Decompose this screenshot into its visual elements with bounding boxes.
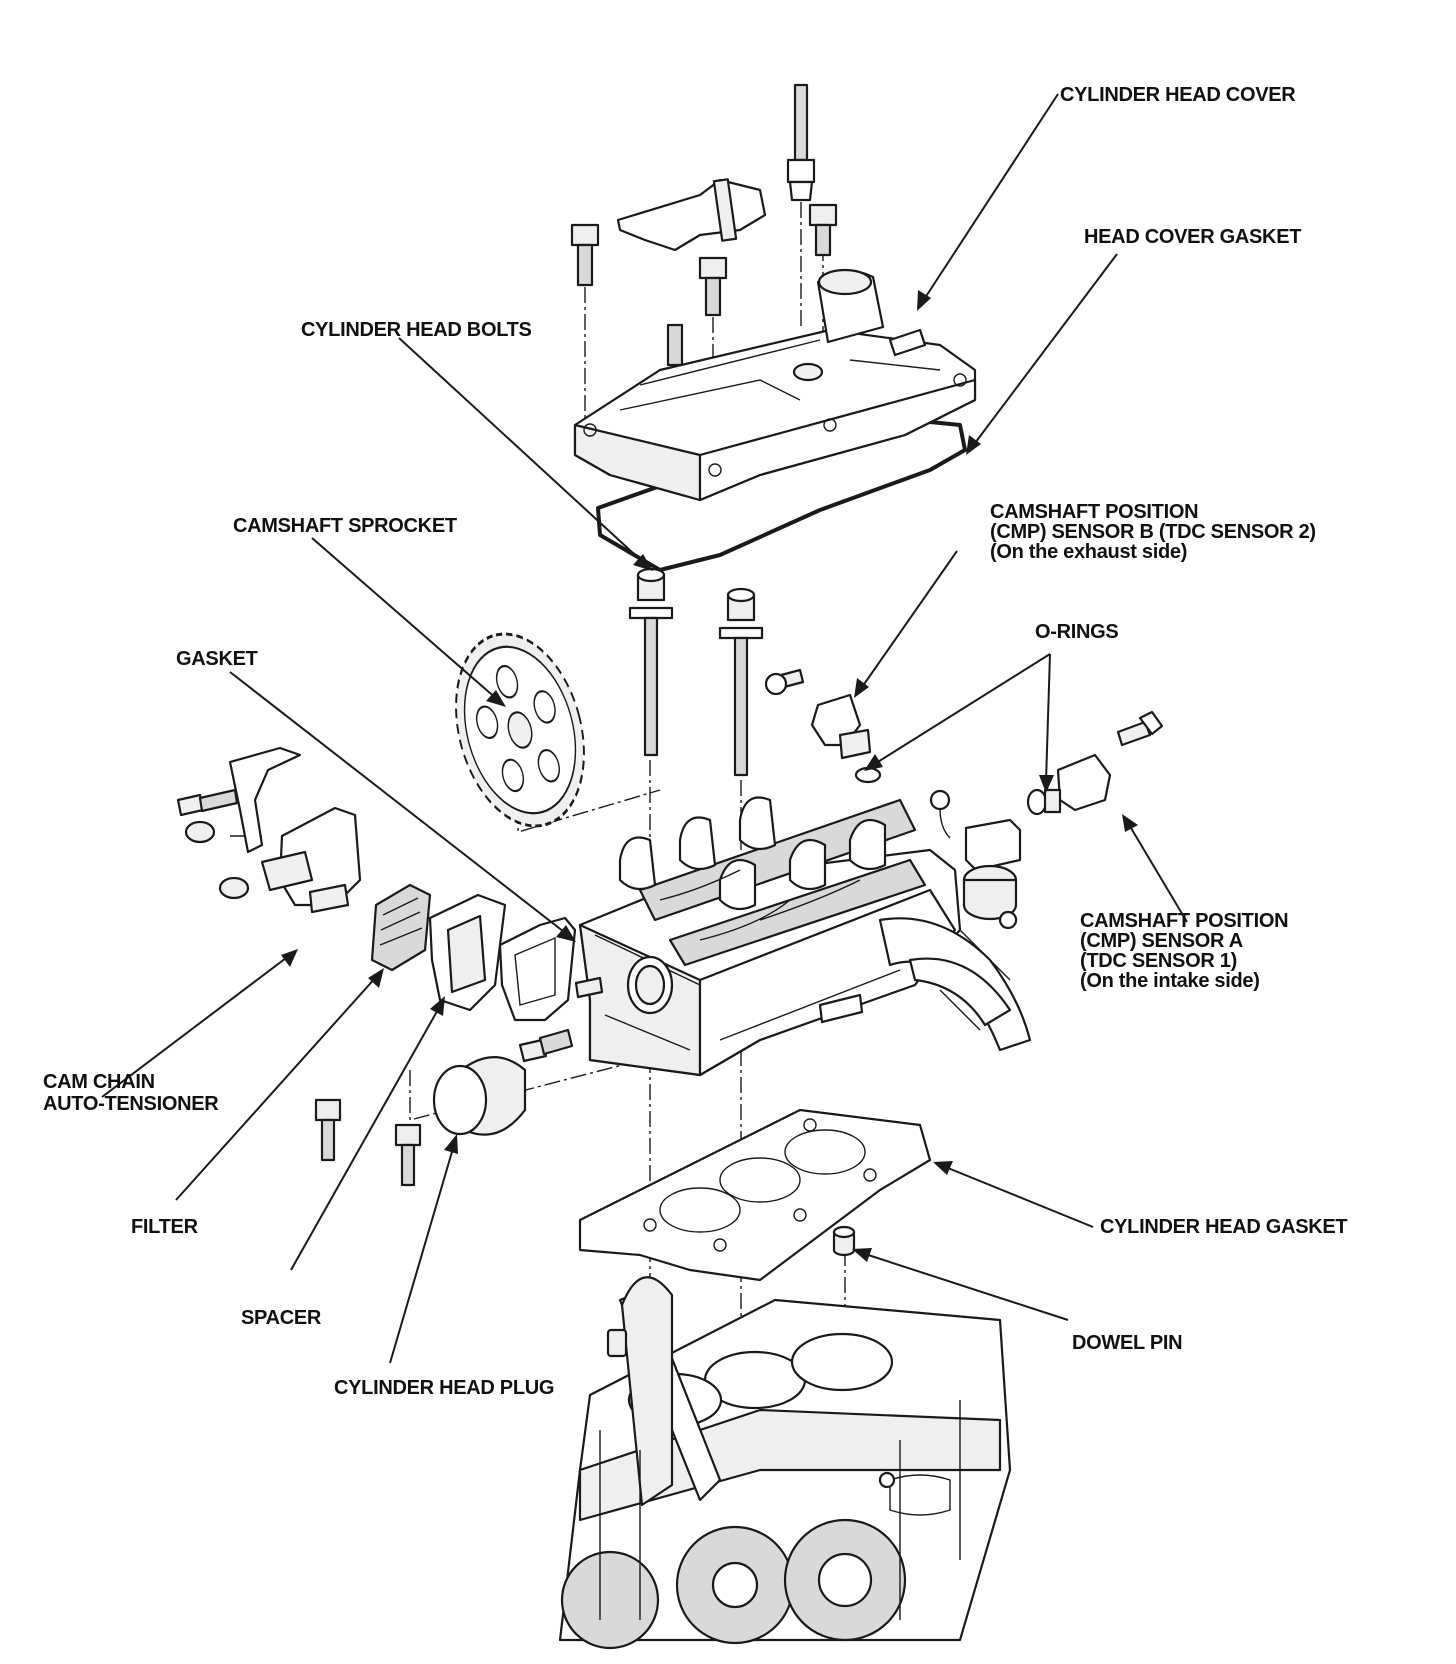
cmp-sensor-b-part bbox=[764, 668, 1048, 816]
cylinder-head-bolts-part bbox=[628, 567, 764, 777]
label-cmp-a-line2: (CMP) SENSOR A bbox=[1080, 930, 1243, 952]
label-cmp-a-line3: (TDC SENSOR 1) bbox=[1080, 950, 1237, 972]
label-spacer: SPACER bbox=[241, 1307, 322, 1329]
label-cmp-b-line1: CAMSHAFT POSITION bbox=[990, 501, 1198, 523]
label-cylinder-head-cover: CYLINDER HEAD COVER bbox=[1060, 84, 1296, 106]
label-cam-chain-line2: AUTO-TENSIONER bbox=[43, 1093, 219, 1115]
camshaft-sprocket-part bbox=[455, 632, 585, 828]
cover-bolts bbox=[570, 83, 838, 367]
filter-part bbox=[370, 883, 432, 972]
gasket-part bbox=[498, 916, 577, 1022]
callout-labels: CYLINDER HEAD COVER HEAD COVER GASKET CY… bbox=[43, 84, 1348, 1399]
cmp-sensor-a-part bbox=[1043, 710, 1164, 814]
label-cmp-b-line2: (CMP) SENSOR B (TDC SENSOR 2) bbox=[990, 521, 1316, 543]
label-camshaft-sprocket: CAMSHAFT SPROCKET bbox=[233, 515, 457, 537]
label-gasket: GASKET bbox=[176, 648, 258, 670]
dowel-pin-part bbox=[832, 1225, 856, 1257]
spacer-part bbox=[428, 893, 507, 1012]
label-cmp-b-line3: (On the exhaust side) bbox=[990, 541, 1187, 563]
label-head-cover-gasket: HEAD COVER GASKET bbox=[1084, 226, 1301, 248]
label-cylinder-head-plug: CYLINDER HEAD PLUG bbox=[334, 1377, 554, 1399]
cylinder-head-cover-part bbox=[573, 178, 977, 572]
engine-block bbox=[558, 1276, 1012, 1650]
label-o-rings: O-RINGS bbox=[1035, 621, 1118, 643]
label-cmp-a-line1: CAMSHAFT POSITION bbox=[1080, 910, 1288, 932]
label-cylinder-head-gasket: CYLINDER HEAD GASKET bbox=[1100, 1216, 1347, 1238]
label-filter: FILTER bbox=[131, 1216, 199, 1238]
label-dowel-pin: DOWEL PIN bbox=[1072, 1332, 1182, 1354]
label-cam-chain-line1: CAM CHAIN bbox=[43, 1071, 155, 1093]
cylinder-head-gasket-part bbox=[578, 1108, 932, 1282]
label-cmp-a-line4: (On the intake side) bbox=[1080, 970, 1260, 992]
cam-chain-tensioner-part bbox=[176, 746, 362, 914]
leader-lines bbox=[101, 93, 1188, 1364]
label-cylinder-head-bolts: CYLINDER HEAD BOLTS bbox=[301, 319, 532, 341]
cylinder-head-plug-part bbox=[314, 1028, 574, 1187]
cylinder-head-part bbox=[574, 789, 1032, 1077]
